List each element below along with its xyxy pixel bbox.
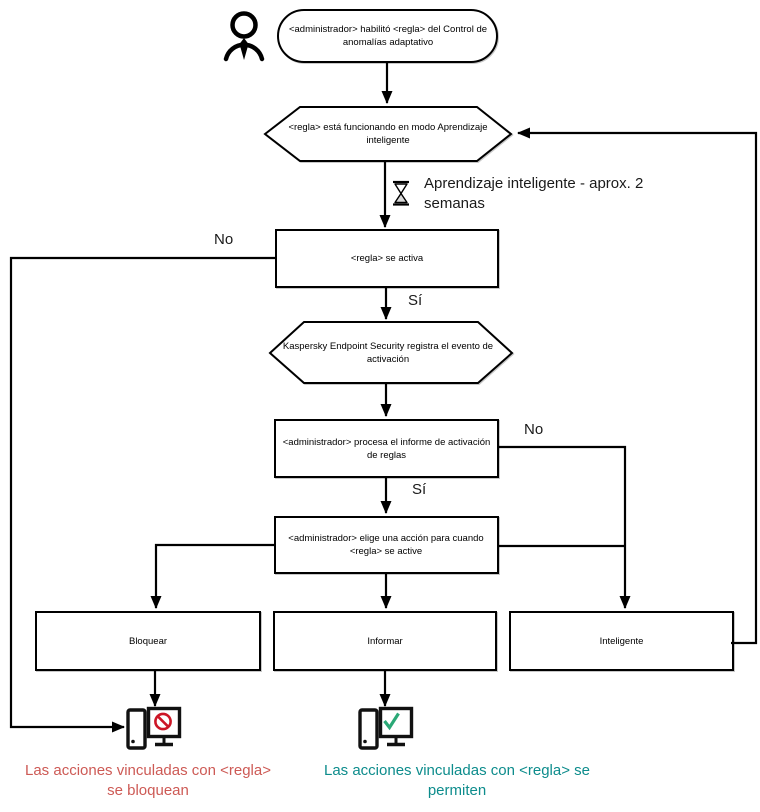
node-inform-shape [273, 611, 497, 671]
node-block-label: Bloquear [128, 635, 168, 647]
edge-report-no-to-smart [497, 445, 631, 609]
check-mark-icon [383, 712, 400, 731]
node-block-shape [35, 611, 261, 671]
edge-label-no-top: No [214, 231, 234, 248]
caption-blocked: Las acciones vinculadas con <regla> se b… [25, 762, 271, 799]
caption-allowed: Las acciones vinculadas con <regla> se p… [323, 762, 590, 799]
edge-label-yes-bottom: Sí [412, 481, 427, 498]
node-report-processed-shape [274, 419, 499, 478]
node-rule-triggered-shape [275, 229, 499, 288]
node-smart-label: Inteligente [599, 635, 644, 647]
user-icon [223, 11, 265, 62]
node-choose-action-label: <administrador> elige una acción para cu… [288, 533, 484, 557]
node-start-shape [277, 9, 498, 63]
edge-rule-no-to-blocked [9, 256, 276, 733]
blocked-computer-icon [126, 706, 182, 750]
edge-label-yes-top: Sí [408, 292, 423, 309]
learning-note: Aprendizaje inteligente - aprox. 2 seman… [424, 175, 644, 212]
edge-label-no-right: No [524, 421, 544, 438]
edge-choose-to-block [150, 543, 275, 609]
node-report-processed-label: <administrador> procesa el informe de ac… [282, 436, 491, 461]
node-event-logged-shape [268, 321, 514, 384]
node-event-logged-label: Kaspersky Endpoint Security registra el … [282, 340, 494, 365]
node-inform-label: Informar [367, 635, 403, 647]
allowed-computer-icon [358, 706, 414, 750]
node-start-label: <administrador> habilitó <regla> del Con… [288, 24, 488, 48]
node-learning-mode-shape [263, 106, 513, 162]
edge-smart-feedback-to-learning [517, 127, 758, 645]
node-smart-shape [509, 611, 734, 671]
node-rule-triggered-label: <regla> se activa [350, 253, 424, 264]
node-learning-mode-label: <regla> está funcionando en modo Aprendi… [288, 122, 488, 146]
hourglass-icon [393, 180, 409, 206]
